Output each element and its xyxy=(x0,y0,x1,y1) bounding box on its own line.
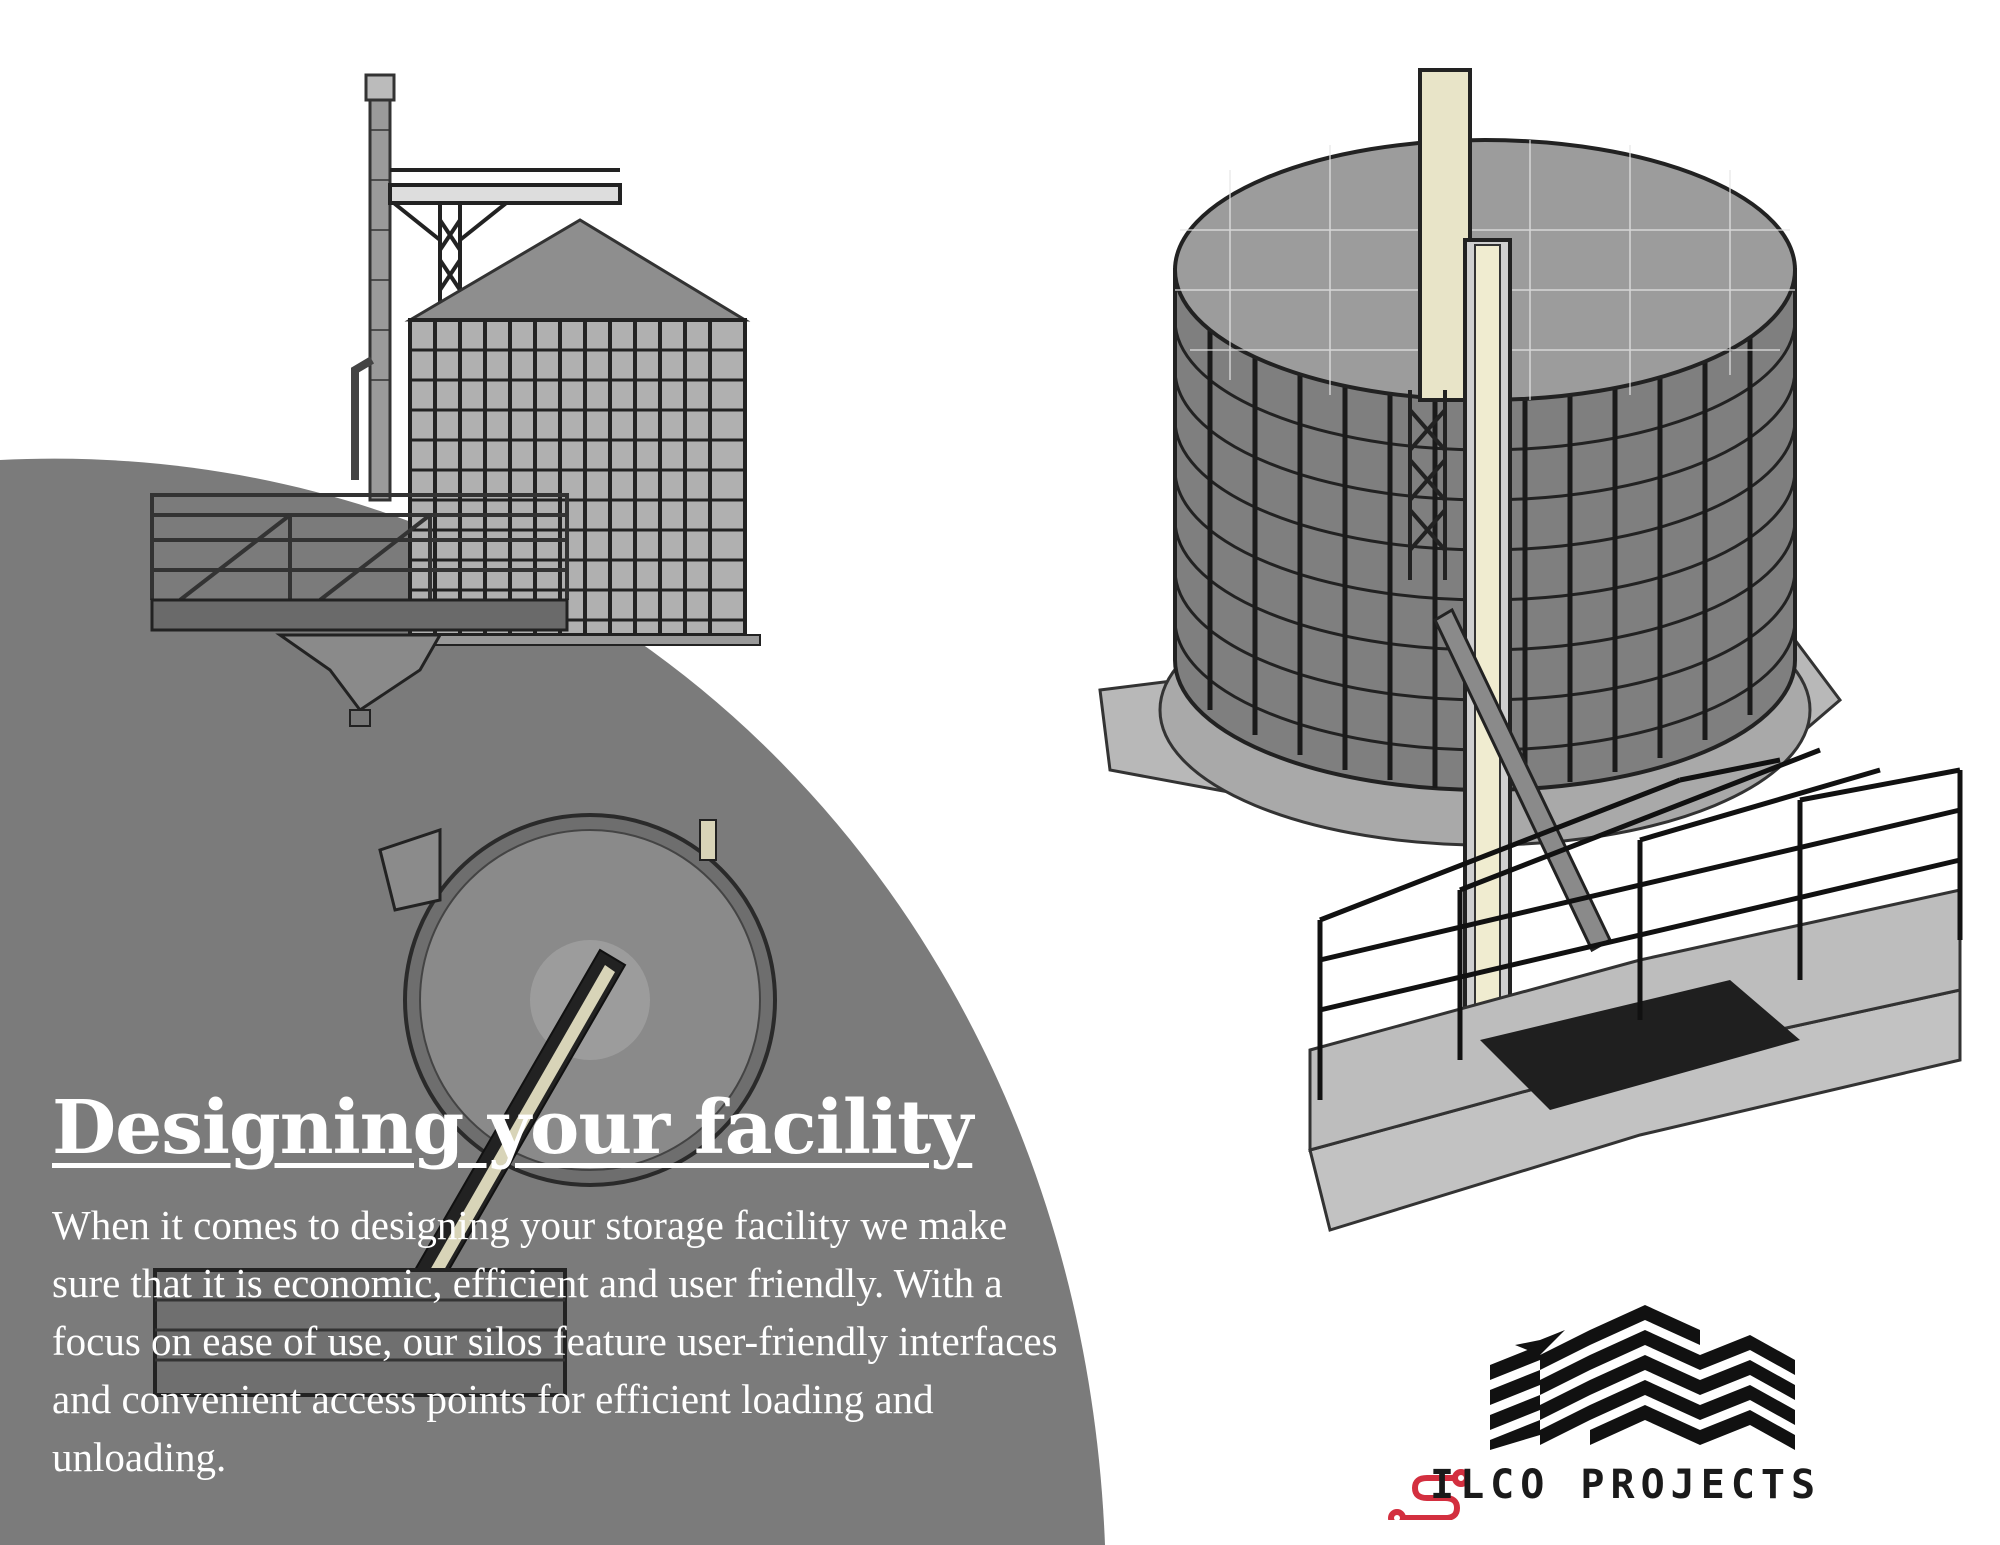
silo-plan-view-drawing xyxy=(153,813,777,1397)
page-heading: Designing your facility xyxy=(52,1085,973,1171)
circuit-s-icon xyxy=(1388,1469,1470,1520)
body-paragraph: When it comes to designing your storage … xyxy=(52,1202,1058,1480)
company-logo xyxy=(1388,1305,1795,1520)
buildings-icon xyxy=(1490,1305,1795,1450)
silo-side-elevation-drawing xyxy=(150,73,761,727)
silo-isometric-drawing xyxy=(1098,68,1963,1232)
company-name: ILCO PROJECTS xyxy=(1430,1462,1822,1508)
